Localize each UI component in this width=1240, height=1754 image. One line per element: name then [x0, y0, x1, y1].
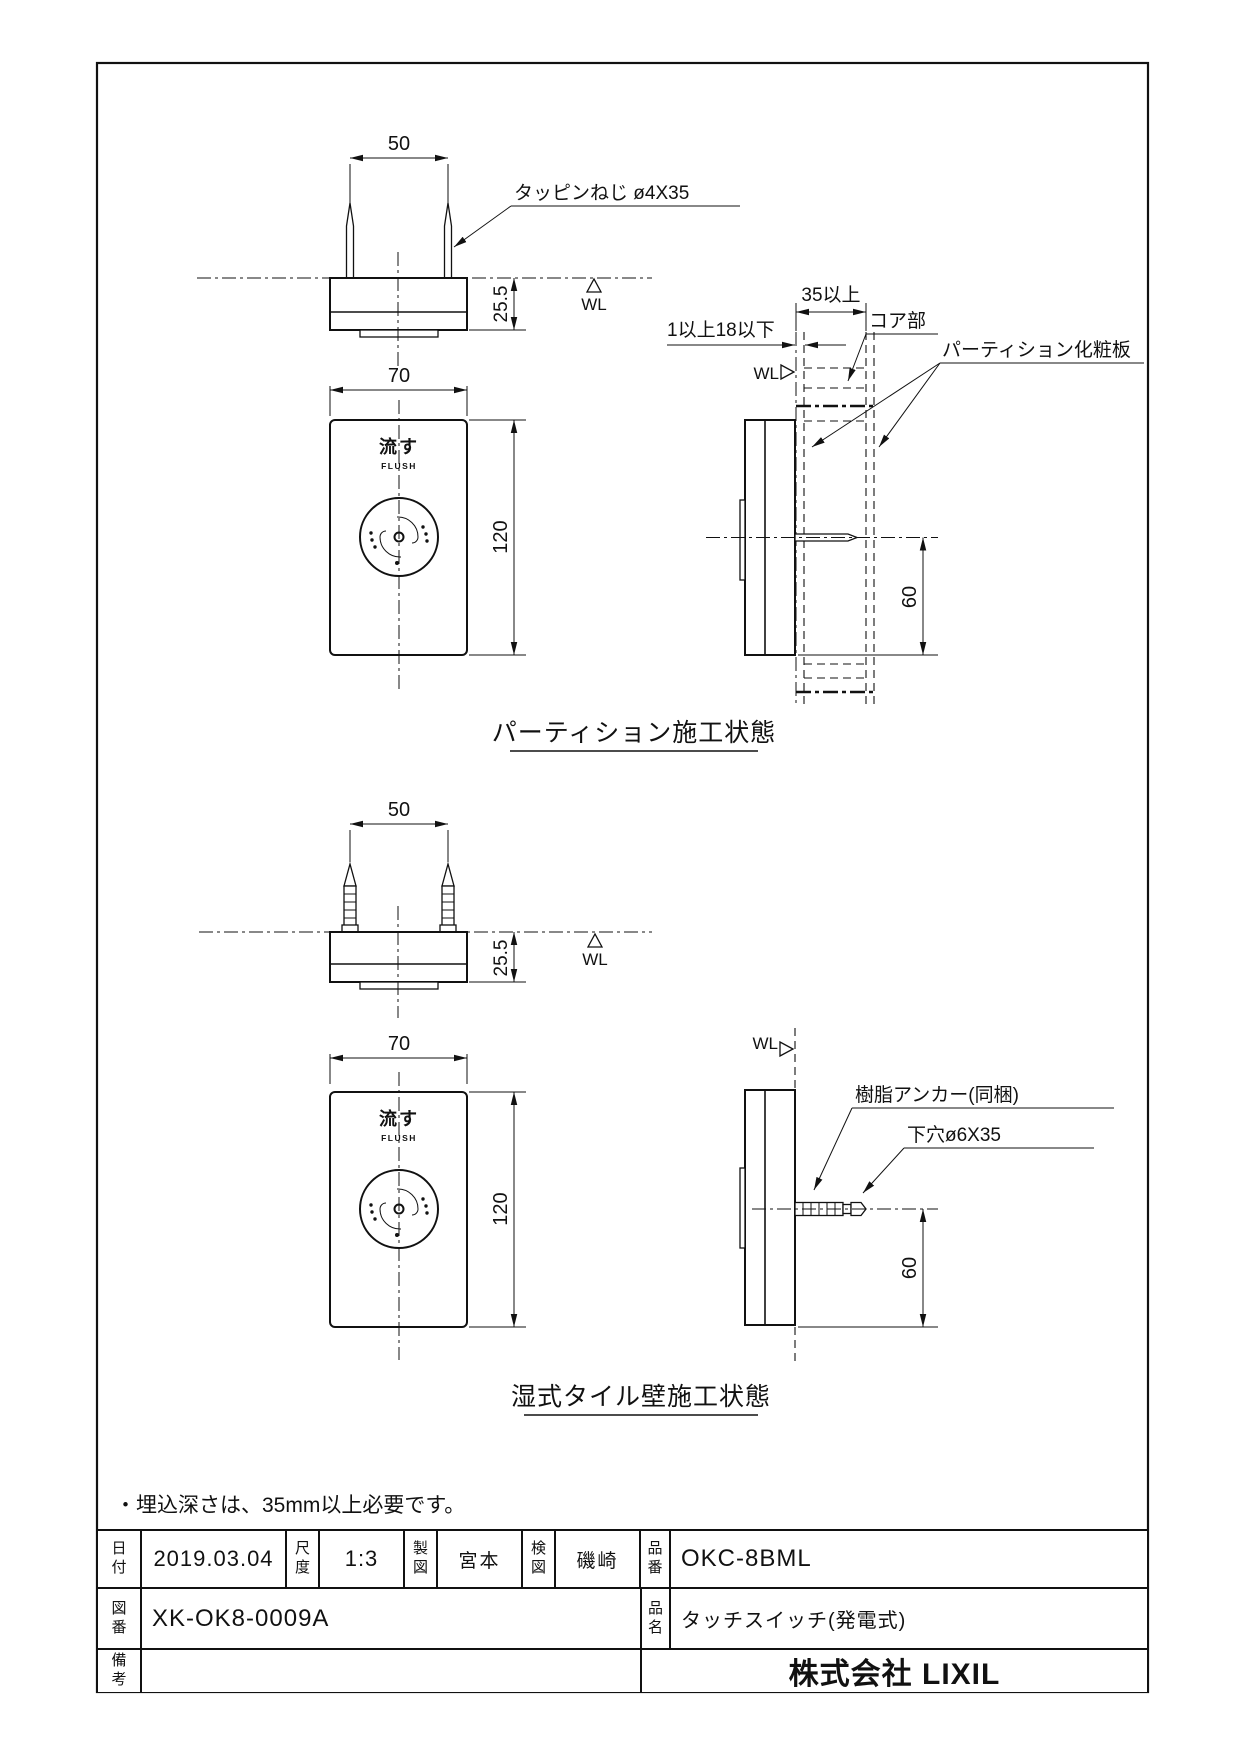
- product-name-label-cell: 品名: [642, 1589, 671, 1648]
- checker-label-cell: 検図: [523, 1531, 556, 1587]
- core-callout: コア部: [869, 310, 926, 332]
- installation-note: ・埋込深さは、35mm以上必要です。: [115, 1494, 465, 1517]
- part-no-label-cell: 品番: [641, 1531, 671, 1587]
- wl-level-icon: [585, 277, 603, 293]
- wl-plane-label: WL: [754, 364, 780, 383]
- date-label: 日付: [111, 1540, 127, 1576]
- dim-plate-height: 120: [490, 520, 512, 553]
- dim-partition-thickness: 35以上: [801, 284, 860, 306]
- dim-board-range: 1以上18以下: [667, 319, 775, 341]
- product-name-value: タッチスイッチ(発電式): [681, 1610, 907, 1632]
- remarks-value: [142, 1650, 642, 1692]
- dim-plate-height: 120: [490, 1192, 512, 1225]
- part-no-value: OKC-8BML: [681, 1545, 812, 1572]
- touch-button-icon: [359, 1169, 439, 1249]
- resin-anchor-side: [794, 1201, 867, 1217]
- flush-label-jp: 流す: [379, 436, 419, 457]
- scale-label: 尺度: [294, 1540, 310, 1576]
- pilot-hole-callout: 下穴ø6X35: [907, 1124, 1001, 1146]
- drafter-label: 製図: [412, 1540, 428, 1576]
- checker-value: 磯崎: [556, 1531, 641, 1587]
- drawing-no-label-cell: 図番: [98, 1589, 142, 1648]
- wl-arrow-icon: [779, 1040, 795, 1058]
- wl-label: WL: [582, 950, 608, 969]
- flush-label-en: FLUSH: [381, 461, 417, 471]
- title-block: 日付 2019.03.04 尺度 1:3 製図 宮本 検図 磯崎 品番 OKC-…: [98, 1529, 1147, 1692]
- remarks-label-cell: 備考: [98, 1650, 142, 1692]
- remarks-label: 備考: [111, 1652, 127, 1688]
- screw-callout: タッピンねじ ø4X35: [514, 182, 689, 204]
- title-block-row-2: 図番 XK-OK8-0009A 品名 タッチスイッチ(発電式): [98, 1589, 1147, 1650]
- partition-caption: パーティション施工状態: [492, 719, 777, 747]
- checker-label: 検図: [530, 1540, 546, 1576]
- dim-offset: 60: [899, 1257, 921, 1279]
- title-block-row-1: 日付 2019.03.04 尺度 1:3 製図 宮本 検図 磯崎 品番 OKC-…: [98, 1531, 1147, 1589]
- part-no-label: 品番: [647, 1540, 663, 1576]
- wl-label: WL: [581, 295, 607, 314]
- wl-level-icon: [586, 932, 604, 948]
- dim-offset: 60: [899, 586, 921, 608]
- tapping-screw-right: [443, 202, 453, 279]
- wl-plane-label: WL: [753, 1034, 779, 1053]
- flush-label-en: FLUSH: [381, 1133, 417, 1143]
- drawing-no-label: 図番: [111, 1599, 127, 1636]
- drafter-label-cell: 製図: [405, 1531, 438, 1587]
- resin-anchor-right: [439, 861, 457, 933]
- tile-wall-section: 50 25.5 WL 70: [199, 799, 1114, 1416]
- anchor-callout: 樹脂アンカー(同梱): [855, 1084, 1019, 1106]
- tapping-screw-left: [345, 202, 355, 279]
- title-block-row-3: 備考 株式会社 LIXIL: [98, 1650, 1147, 1692]
- scale-value: 1:3: [320, 1531, 405, 1587]
- tile-wall-caption: 湿式タイル壁施工状態: [511, 1383, 771, 1411]
- dim-screw-pitch: 50: [388, 133, 410, 155]
- dim-depth: 25.5: [491, 286, 512, 323]
- dim-plate-width: 70: [388, 365, 410, 387]
- company-logo: 株式会社 LIXIL: [788, 1658, 1001, 1691]
- dim-depth: 25.5: [491, 940, 512, 977]
- wl-arrow-icon: [780, 363, 796, 381]
- dim-plate-width: 70: [388, 1033, 410, 1055]
- product-name-label: 品名: [647, 1599, 663, 1636]
- sheet-border: [95, 61, 1150, 1694]
- date-value: 2019.03.04: [142, 1531, 287, 1587]
- drafter-value: 宮本: [438, 1531, 523, 1587]
- touch-button-icon: [359, 497, 439, 577]
- board-callout: パーティション化粧板: [942, 339, 1131, 361]
- dim-screw-pitch: 50: [388, 799, 410, 821]
- scale-label-cell: 尺度: [287, 1531, 320, 1587]
- resin-anchor-left: [341, 861, 359, 933]
- drawing-no-value: XK-OK8-0009A: [142, 1589, 642, 1648]
- date-label-cell: 日付: [98, 1531, 142, 1587]
- flush-label-jp: 流す: [379, 1108, 419, 1129]
- partition-section: 50 25.5 WL タッピンねじ ø4X35 70 流す FLUSH: [197, 133, 1144, 752]
- switch-body-side-view: [744, 1089, 796, 1326]
